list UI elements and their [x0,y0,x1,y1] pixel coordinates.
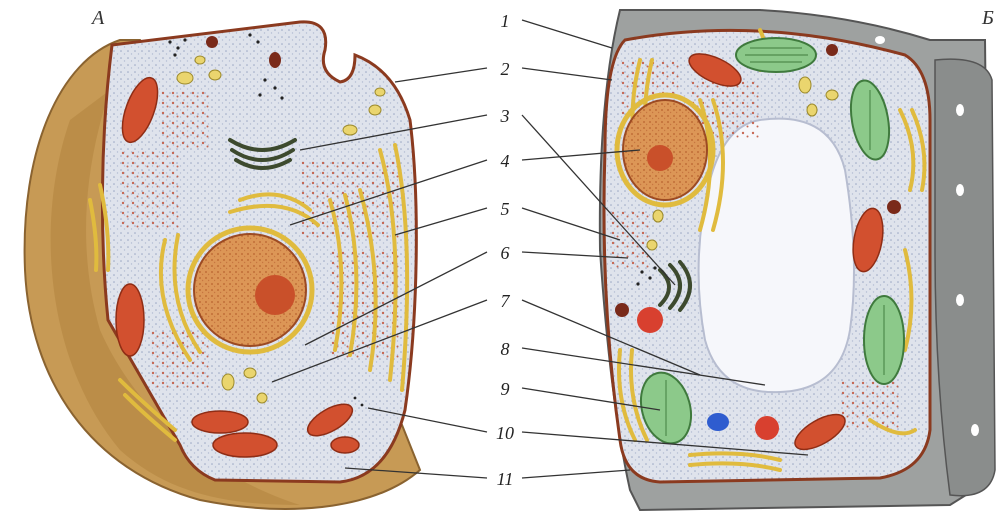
animal-nucleolus [255,275,295,315]
callout-3: 3 [500,106,510,126]
plant-cell [600,10,995,510]
plant-red-body-2 [755,416,779,440]
neighbor-cell-right [935,59,995,496]
callout-9: 9 [501,379,510,399]
callout-11: 11 [497,469,514,489]
callout-6: 6 [501,243,510,263]
plant-dark-granule-1 [826,44,838,56]
plant-dark-granule-3 [615,303,629,317]
panel-letter-a: А [90,7,105,29]
callout-10: 10 [496,423,514,443]
panel-letter-b: Б [981,7,994,29]
plant-blue-body [707,413,729,431]
callout-8: 8 [501,339,510,359]
callout-2: 2 [501,59,510,79]
callout-1: 1 [501,11,510,31]
callout-7: 7 [501,291,511,311]
callout-5: 5 [501,199,510,219]
plant-nucleolus [647,145,673,171]
plant-dark-granule-2 [887,200,901,214]
animal-cell [25,22,420,509]
plant-red-body-1 [637,307,663,333]
callout-4: 4 [501,151,510,171]
